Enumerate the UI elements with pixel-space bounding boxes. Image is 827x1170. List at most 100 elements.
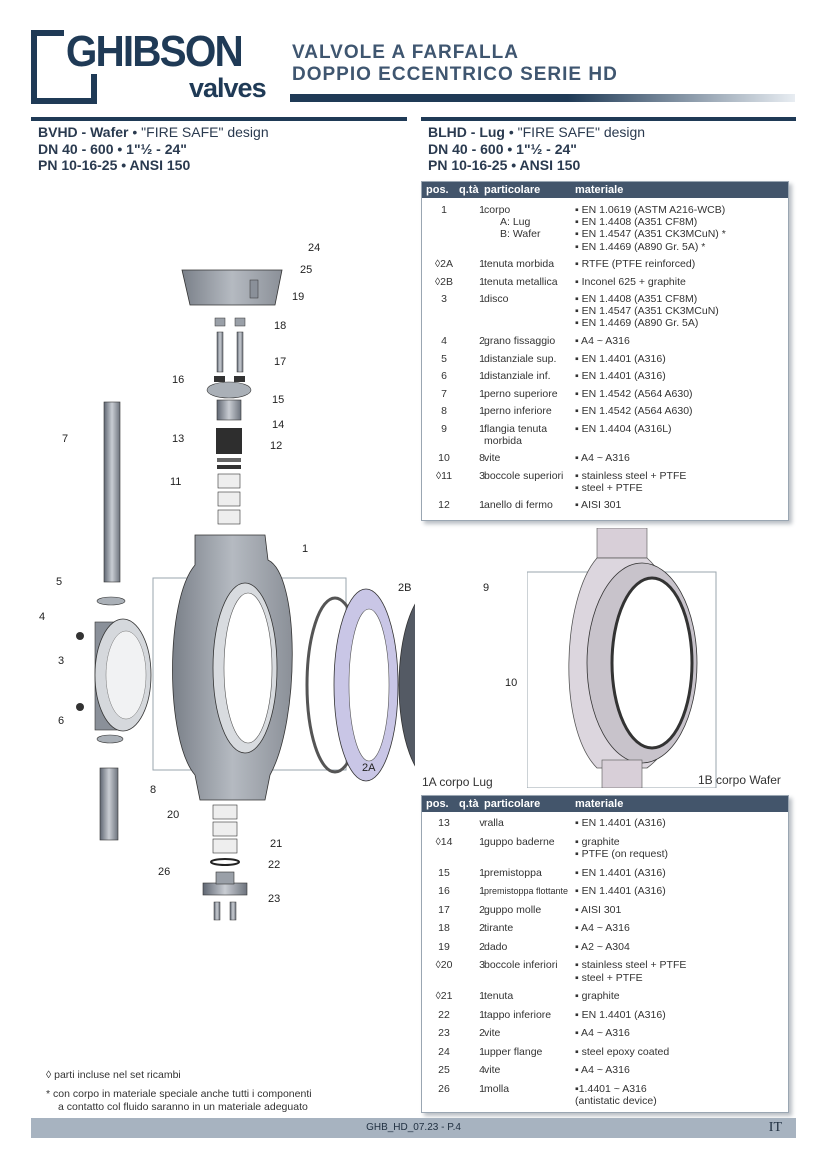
parts-table-2-header: pos. q.tà particolare materiale <box>422 796 788 812</box>
cell-material: (antistatic device) <box>575 1095 657 1107</box>
note-special-material: * con corpo in materiale speciale anche … <box>46 1088 312 1100</box>
col-material: materiale <box>575 798 624 810</box>
cell-material: ▪ EN 1.4469 (A890 Gr. 5A) * <box>575 240 706 253</box>
cell-qty: 2 <box>479 1027 485 1039</box>
cell-part: grano fissaggio <box>484 335 556 347</box>
cell-pos: 8 <box>441 405 447 417</box>
callout-11: 11 <box>170 476 182 488</box>
cell-material: ▪ A4 ~ A316 <box>575 922 630 934</box>
cell-material: ▪1.4401 ~ A316 <box>575 1082 647 1095</box>
cell-qty: 2 <box>479 335 485 347</box>
callout-10: 10 <box>505 677 518 689</box>
cell-part: molla <box>484 1082 510 1095</box>
cell-qty: 4 <box>479 1064 485 1076</box>
callout-26: 26 <box>158 866 171 878</box>
cell-pos: ◊11 <box>435 469 453 482</box>
cell-pos: 13 <box>438 817 450 829</box>
cell-pos: 18 <box>438 922 450 934</box>
cell-part: tenuta metallica <box>484 275 558 288</box>
cell-part: vite <box>484 452 501 465</box>
cell-qty: 2 <box>479 922 485 934</box>
cell-qty: 1 <box>479 1082 485 1095</box>
cell-material: ▪ EN 1.4401 (A316) <box>575 352 666 365</box>
cell-pos: ◊2B <box>434 275 454 288</box>
cell-material: ▪ EN 1.4542 (A564 A630) <box>575 387 693 400</box>
callout-6: 6 <box>58 715 65 727</box>
callout-21: 21 <box>270 838 283 850</box>
footer-bar: GHB_HD_07.23 - P.4 IT <box>31 1118 796 1138</box>
callout-3: 3 <box>58 655 65 667</box>
note-special-material-cont: a contatto col fluido saranno in un mate… <box>58 1101 308 1113</box>
col-part: particolare <box>484 798 541 810</box>
cell-material: ▪ RTFE (PTFE reinforced) <box>575 258 696 271</box>
cell-material: ▪ EN 1.4408 (A351 CF8M) <box>575 293 698 306</box>
cell-material: ▪ stainless steel + PTFE <box>575 469 687 482</box>
callout-15: 15 <box>272 394 285 406</box>
cell-material: ▪ A4 ~ A316 <box>575 1027 630 1039</box>
right-model-name: BLHD - Lug <box>428 124 505 140</box>
document-code: GHB_HD_07.23 - P.4 <box>366 1122 461 1133</box>
cell-qty: 1 <box>479 204 485 216</box>
left-pn-range: PN 10-16-25 • ANSI 150 <box>38 157 191 173</box>
cell-part: premistoppa <box>484 866 542 879</box>
right-dn-range: DN 40 - 600 • 1"½ - 24" <box>428 141 577 157</box>
cell-part: dado <box>484 940 508 953</box>
cell-part: tenuta morbida <box>484 258 555 271</box>
cell-part: morbida <box>484 434 522 447</box>
callout-12: 12 <box>270 440 283 452</box>
cell-pos: 7 <box>441 387 447 400</box>
cell-qty: 1 <box>479 293 485 306</box>
callout-9: 9 <box>483 582 490 594</box>
cell-pos: 10 <box>438 452 450 465</box>
cell-part: disco <box>484 293 509 306</box>
cell-part: boccole inferiori <box>484 959 558 971</box>
cell-material: ▪ EN 1.4469 (A890 Gr. 5A) <box>575 317 699 330</box>
cell-qty: 1 <box>479 990 485 1002</box>
callout-13: 13 <box>172 433 185 445</box>
left-header-bar <box>31 117 407 121</box>
callout-20: 20 <box>167 809 180 821</box>
cell-material: ▪ EN 1.4404 (A316L) <box>575 422 672 435</box>
label-lug-body: 1A corpo Lug <box>422 775 493 789</box>
cell-material: ▪ Inconel 625 + graphite <box>575 275 686 288</box>
callout-22: 22 <box>268 859 281 871</box>
page-title-line2: DOPPIO ECCENTRICO SERIE HD <box>292 64 618 85</box>
cell-pos: 5 <box>441 352 447 365</box>
col-material: materiale <box>575 184 624 196</box>
cell-material: ▪ A4 ~ A316 <box>575 335 630 347</box>
cell-qty: 1 <box>479 835 485 848</box>
cell-material: ▪ graphite <box>575 990 620 1002</box>
callout-18: 18 <box>274 320 287 332</box>
cell-qty: 1 <box>479 1045 485 1058</box>
col-pos: pos. <box>426 184 449 196</box>
cell-material: ▪ EN 1.4408 (A351 CF8M) <box>575 216 698 229</box>
cell-part: flangia tenuta <box>484 422 548 435</box>
cell-pos: 16 <box>438 885 450 897</box>
cell-pos: 23 <box>438 1027 450 1039</box>
left-model-design: • "FIRE SAFE" design <box>128 124 269 140</box>
parts-table-1-header: pos. q.tà particolare materiale <box>422 182 788 198</box>
cell-qty: 1 <box>479 370 485 382</box>
left-model-header: BVHD - Wafer • "FIRE SAFE" design <box>38 124 269 140</box>
cell-part: perno inferiore <box>484 405 552 417</box>
cell-material: ▪ steel + PTFE <box>575 481 643 494</box>
cell-qty: v <box>479 817 485 829</box>
cell-material: ▪ PTFE (on request) <box>575 848 669 860</box>
cell-pos: 25 <box>438 1064 450 1076</box>
right-pn-range: PN 10-16-25 • ANSI 150 <box>428 157 581 173</box>
cell-part: upper flange <box>484 1045 543 1058</box>
cell-pos: 24 <box>438 1045 450 1058</box>
cell-qty: 3 <box>479 959 485 971</box>
cell-part: guppo baderne <box>484 835 555 848</box>
title-underline-bar <box>290 94 795 102</box>
